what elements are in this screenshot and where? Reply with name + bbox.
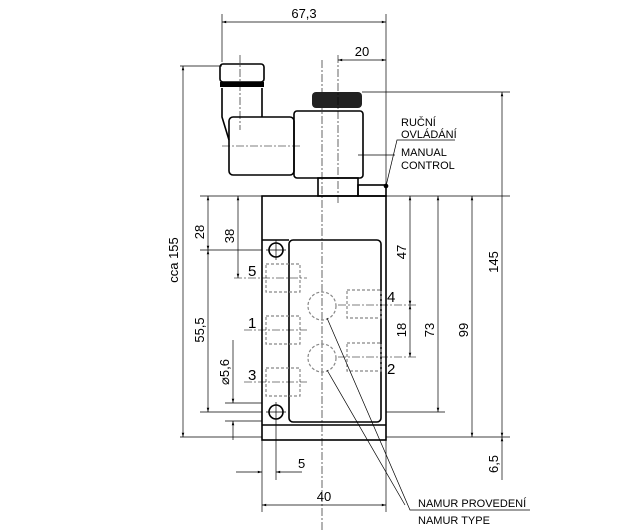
extension-lines xyxy=(180,14,510,512)
port-label-5: 5 xyxy=(248,263,256,280)
dim-hole-spacing: 55,5 xyxy=(192,317,207,342)
dim-knob-height: 145 xyxy=(486,251,501,273)
dim-overall-height: cca 155 xyxy=(166,237,181,283)
dim-port-spacing: 18 xyxy=(394,323,409,337)
dim-port2-offset: 73 xyxy=(422,323,437,337)
note-namur-cz: NAMUR PROVEDENÍ xyxy=(418,497,527,510)
valve-body xyxy=(234,60,418,531)
dim-port4-offset: 47 xyxy=(394,245,409,259)
port-label-4: 4 xyxy=(387,289,395,306)
dim-knob-offset: 20 xyxy=(355,44,369,59)
note-manual-en-1: MANUAL xyxy=(401,147,447,159)
note-namur-en: NAMUR TYPE xyxy=(418,515,490,527)
port-label-3: 3 xyxy=(248,367,256,384)
note-manual-en-2: CONTROL xyxy=(401,160,455,172)
dimension-lines xyxy=(181,20,530,511)
dim-body-height: 99 xyxy=(456,323,471,337)
dim-body-width: 40 xyxy=(317,489,331,504)
manual-knob xyxy=(312,92,362,108)
dim-hole-edge: 5 xyxy=(298,456,305,471)
port-label-2: 2 xyxy=(387,361,395,378)
port-label-1: 1 xyxy=(248,315,256,332)
namur-port-top xyxy=(307,291,337,321)
note-manual-cz-1: RUČNÍ xyxy=(401,116,437,129)
dim-hole-top: 28 xyxy=(192,225,207,239)
dim-port5-offset: 38 xyxy=(222,229,237,243)
namur-port-bottom xyxy=(307,343,337,373)
dim-overall-width: 67,3 xyxy=(291,6,316,21)
dim-hole-diameter: ⌀5,6 xyxy=(217,359,232,385)
solenoid xyxy=(219,55,387,205)
dim-bottom-offset: 6,5 xyxy=(486,455,501,473)
note-manual-cz-2: OVLÁDÁNÍ xyxy=(401,128,458,141)
